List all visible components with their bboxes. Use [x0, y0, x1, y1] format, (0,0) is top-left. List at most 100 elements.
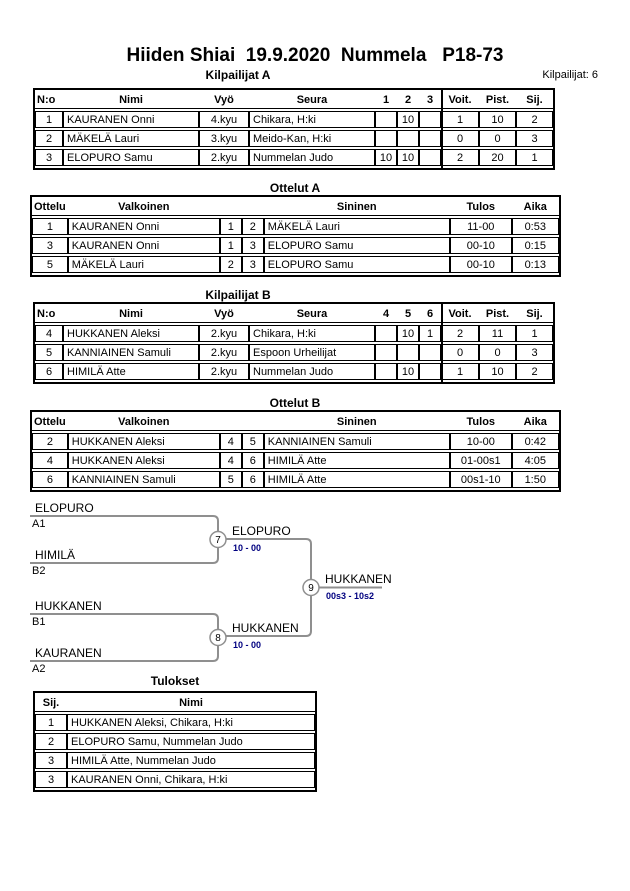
cell: 3	[35, 771, 67, 788]
cell: 2	[32, 433, 68, 450]
matches-a-table: Ottelu Valkoinen Sininen Tulos Aika 1 KA…	[32, 197, 559, 275]
cell: 0	[441, 130, 479, 147]
matches-b-table: Ottelu Valkoinen Sininen Tulos Aika 2 HU…	[32, 412, 559, 490]
cell: Meido-Kan, H:ki	[249, 130, 375, 147]
col-header: Aika	[511, 414, 559, 431]
bracket-match-score: 10 - 00	[233, 543, 261, 553]
bracket-slot-seed: A2	[32, 663, 45, 675]
cell: 3	[516, 130, 553, 147]
cell: 10	[397, 363, 419, 380]
bracket-slot-seed: A1	[32, 518, 45, 530]
cell: 2	[516, 111, 553, 128]
cell: 1	[441, 363, 479, 380]
match-number: 9	[308, 583, 314, 594]
col-header: Pist.	[479, 306, 516, 323]
table-row: 1 KAURANEN Onni 1 2 MÄKELÄ Lauri 11-00 0…	[32, 218, 559, 235]
cell: 0:13	[511, 256, 559, 273]
col-header: Aika	[511, 199, 559, 216]
col-header-spacer	[219, 414, 264, 431]
cell: 3.kyu	[199, 130, 249, 147]
cell: 00-10	[449, 237, 512, 254]
cell: 4	[35, 325, 63, 342]
cell: 0:15	[511, 237, 559, 254]
cell: KAURANEN Onni	[67, 218, 220, 235]
cell: 4.kyu	[199, 111, 249, 128]
score-block-divider	[441, 304, 443, 382]
match-number: 7	[215, 535, 221, 546]
final-bracket: ELOPURO A1 HIMILÄ B2 HUKKANEN B1 KAURANE…	[30, 501, 392, 675]
pool-b-table: N:o Nimi Vyö Seura 4 5 6 Voit. Pist. Sij…	[35, 304, 553, 382]
cell: 1	[516, 149, 553, 166]
cell: 2	[35, 733, 67, 750]
bracket-slot-seed: B2	[32, 565, 45, 577]
results-header-row: Sij. Nimi	[35, 695, 315, 712]
cell: MÄKELÄ Lauri	[63, 130, 199, 147]
col-header: N:o	[35, 306, 63, 323]
cell: ELOPURO Samu	[63, 149, 199, 166]
cell: HIMILÄ Atte	[263, 471, 450, 488]
pool-a-heading: Kilpailijat A	[205, 68, 271, 82]
cell: 10	[479, 363, 516, 380]
col-header: 1	[375, 92, 397, 109]
cell: 10-00	[449, 433, 512, 450]
table-row: 5 KANNIAINEN Samuli 2.kyu Espoon Urheili…	[35, 344, 553, 361]
col-header: Voit.	[441, 92, 479, 109]
cell: Chikara, H:ki	[249, 325, 375, 342]
matches-a-header-row: Ottelu Valkoinen Sininen Tulos Aika	[32, 199, 559, 216]
cell: 2	[219, 256, 242, 273]
cell: KANNIAINEN Samuli	[263, 433, 450, 450]
col-header: 5	[397, 306, 419, 323]
cell: ELOPURO Samu	[263, 237, 450, 254]
cell	[419, 111, 441, 128]
bracket-winner-name: HUKKANEN	[325, 572, 392, 586]
cell: 4	[219, 452, 242, 469]
pool-b-header-row: N:o Nimi Vyö Seura 4 5 6 Voit. Pist. Sij…	[35, 306, 553, 323]
cell: 1	[441, 111, 479, 128]
cell: 3	[32, 237, 68, 254]
table-row: 3 HIMILÄ Atte, Nummelan Judo	[35, 752, 315, 769]
bracket-match-score: 00s3 - 10s2	[326, 591, 374, 601]
cell: 3	[35, 149, 63, 166]
table-row: 1 HUKKANEN Aleksi, Chikara, H:ki	[35, 714, 315, 731]
cell: HIMILÄ Atte, Nummelan Judo	[67, 752, 315, 769]
cell: 1	[35, 111, 63, 128]
col-header: Sininen	[263, 199, 450, 216]
table-row: 3 KAURANEN Onni 1 3 ELOPURO Samu 00-10 0…	[32, 237, 559, 254]
matches-b-header-row: Ottelu Valkoinen Sininen Tulos Aika	[32, 414, 559, 431]
cell: 5	[32, 256, 68, 273]
cell: 2.kyu	[199, 149, 249, 166]
bracket-slot-name: KAURANEN	[35, 646, 102, 660]
cell: 11-00	[449, 218, 512, 235]
col-header: Seura	[249, 92, 375, 109]
col-header: Voit.	[441, 306, 479, 323]
col-header: 4	[375, 306, 397, 323]
col-header: Sij.	[516, 306, 553, 323]
cell: 2	[441, 149, 479, 166]
table-row: 5 MÄKELÄ Lauri 2 3 ELOPURO Samu 00-10 0:…	[32, 256, 559, 273]
cell	[375, 111, 397, 128]
cell: 2	[35, 130, 63, 147]
cell: 10	[397, 111, 419, 128]
cell: 3	[241, 256, 264, 273]
cell: 11	[479, 325, 516, 342]
table-row: 2 ELOPURO Samu, Nummelan Judo	[35, 733, 315, 750]
cell: 2.kyu	[199, 344, 249, 361]
cell: Nummelan Judo	[249, 363, 375, 380]
cell: 1	[219, 218, 242, 235]
col-header-spacer	[219, 199, 264, 216]
cell	[419, 130, 441, 147]
col-header: Nimi	[67, 695, 315, 712]
table-row: 4 HUKKANEN Aleksi 2.kyu Chikara, H:ki 10…	[35, 325, 553, 342]
col-header: Nimi	[63, 92, 199, 109]
cell: 6	[32, 471, 68, 488]
cell: 6	[35, 363, 63, 380]
cell	[419, 363, 441, 380]
bracket-slot-seed: B1	[32, 616, 45, 628]
cell: 3	[35, 752, 67, 769]
cell: HUKKANEN Aleksi	[63, 325, 199, 342]
cell: KAURANEN Onni	[63, 111, 199, 128]
bracket-winner-name: HUKKANEN	[232, 621, 299, 635]
cell: 1	[219, 237, 242, 254]
cell: 5	[241, 433, 264, 450]
table-row: 6 HIMILÄ Atte 2.kyu Nummelan Judo 10 1 1…	[35, 363, 553, 380]
